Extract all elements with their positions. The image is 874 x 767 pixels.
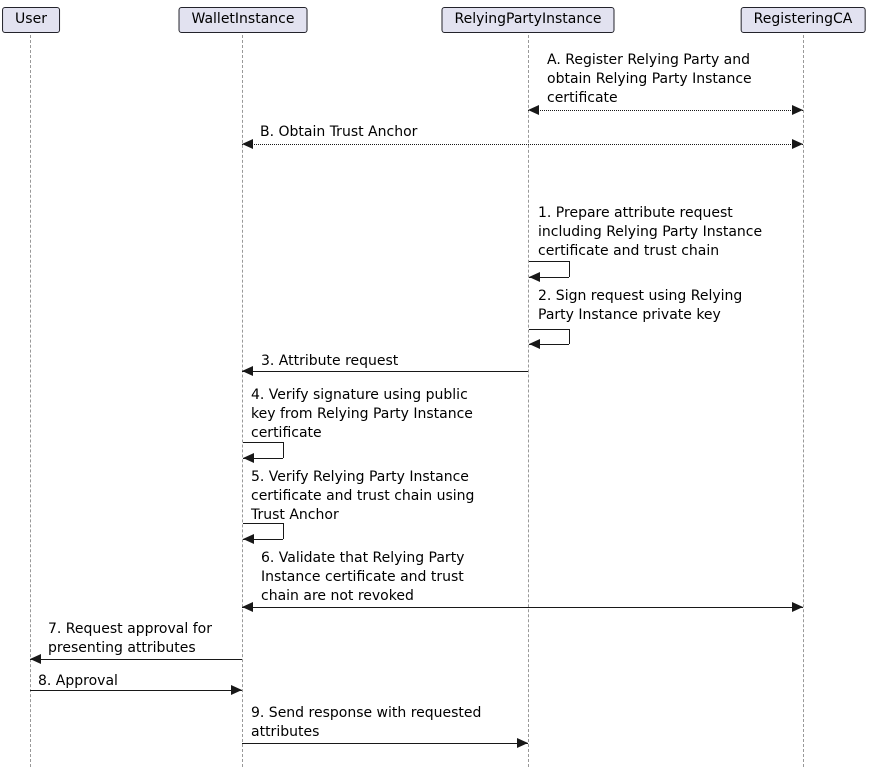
message-label: 2. Sign request using Relying Party Inst… [538,288,743,323]
message-label: 5. Verify Relying Party Instance certifi… [251,469,475,523]
arrowhead-right-icon [792,139,803,149]
participant-relyingpartyinstance: RelyingPartyInstance [441,7,615,33]
arrowhead-right-icon [231,685,242,695]
lifeline-walletinstance [242,35,243,767]
self-call-right-line [283,442,284,458]
message-line [528,110,803,111]
lifeline-relyingpartyinstance [528,35,529,767]
self-call-top-line [243,523,283,524]
participant-registeringca: RegisteringCA [740,7,866,33]
self-call-bottom-line [529,344,569,345]
self-call-bottom-line [243,539,283,540]
message-label: A. Register Relying Party and obtain Rel… [547,52,752,106]
message-label: 6. Validate that Relying Party Instance … [261,550,465,604]
lifeline-user [30,35,31,767]
message-label: 9. Send response with requested attribut… [251,705,482,740]
arrowhead-left-icon [242,602,253,612]
message-line [242,144,803,145]
message-label: 7. Request approval for presenting attri… [48,621,212,656]
self-call-top-line [243,442,283,443]
self-call-top-line [529,329,569,330]
arrowhead-left-icon [528,105,539,115]
lifeline-registeringca [803,35,804,767]
arrowhead-left-icon [242,139,253,149]
message-line [242,371,528,372]
message-label: B. Obtain Trust Anchor [260,124,418,140]
arrowhead-left-icon [529,272,540,282]
arrowhead-left-icon [30,654,41,664]
message-label: 4. Verify signature using public key fro… [251,387,473,441]
message-line [30,659,242,660]
arrowhead-left-icon [243,453,254,463]
message-line [242,607,803,608]
message-line [30,690,242,691]
participant-walletinstance: WalletInstance [178,7,308,33]
arrowhead-right-icon [792,105,803,115]
message-label: 8. Approval [38,673,118,689]
self-call-right-line [569,329,570,344]
arrowhead-left-icon [243,534,254,544]
arrowhead-right-icon [792,602,803,612]
arrowhead-left-icon [242,366,253,376]
message-line [242,743,528,744]
self-call-bottom-line [243,458,283,459]
self-call-bottom-line [529,277,569,278]
participant-user: User [2,7,60,33]
message-label: 3. Attribute request [261,353,399,369]
message-label: 1. Prepare attribute request including R… [538,205,763,259]
arrowhead-left-icon [529,339,540,349]
arrowhead-right-icon [517,738,528,748]
self-call-right-line [283,523,284,539]
self-call-right-line [569,261,570,277]
self-call-top-line [529,261,569,262]
